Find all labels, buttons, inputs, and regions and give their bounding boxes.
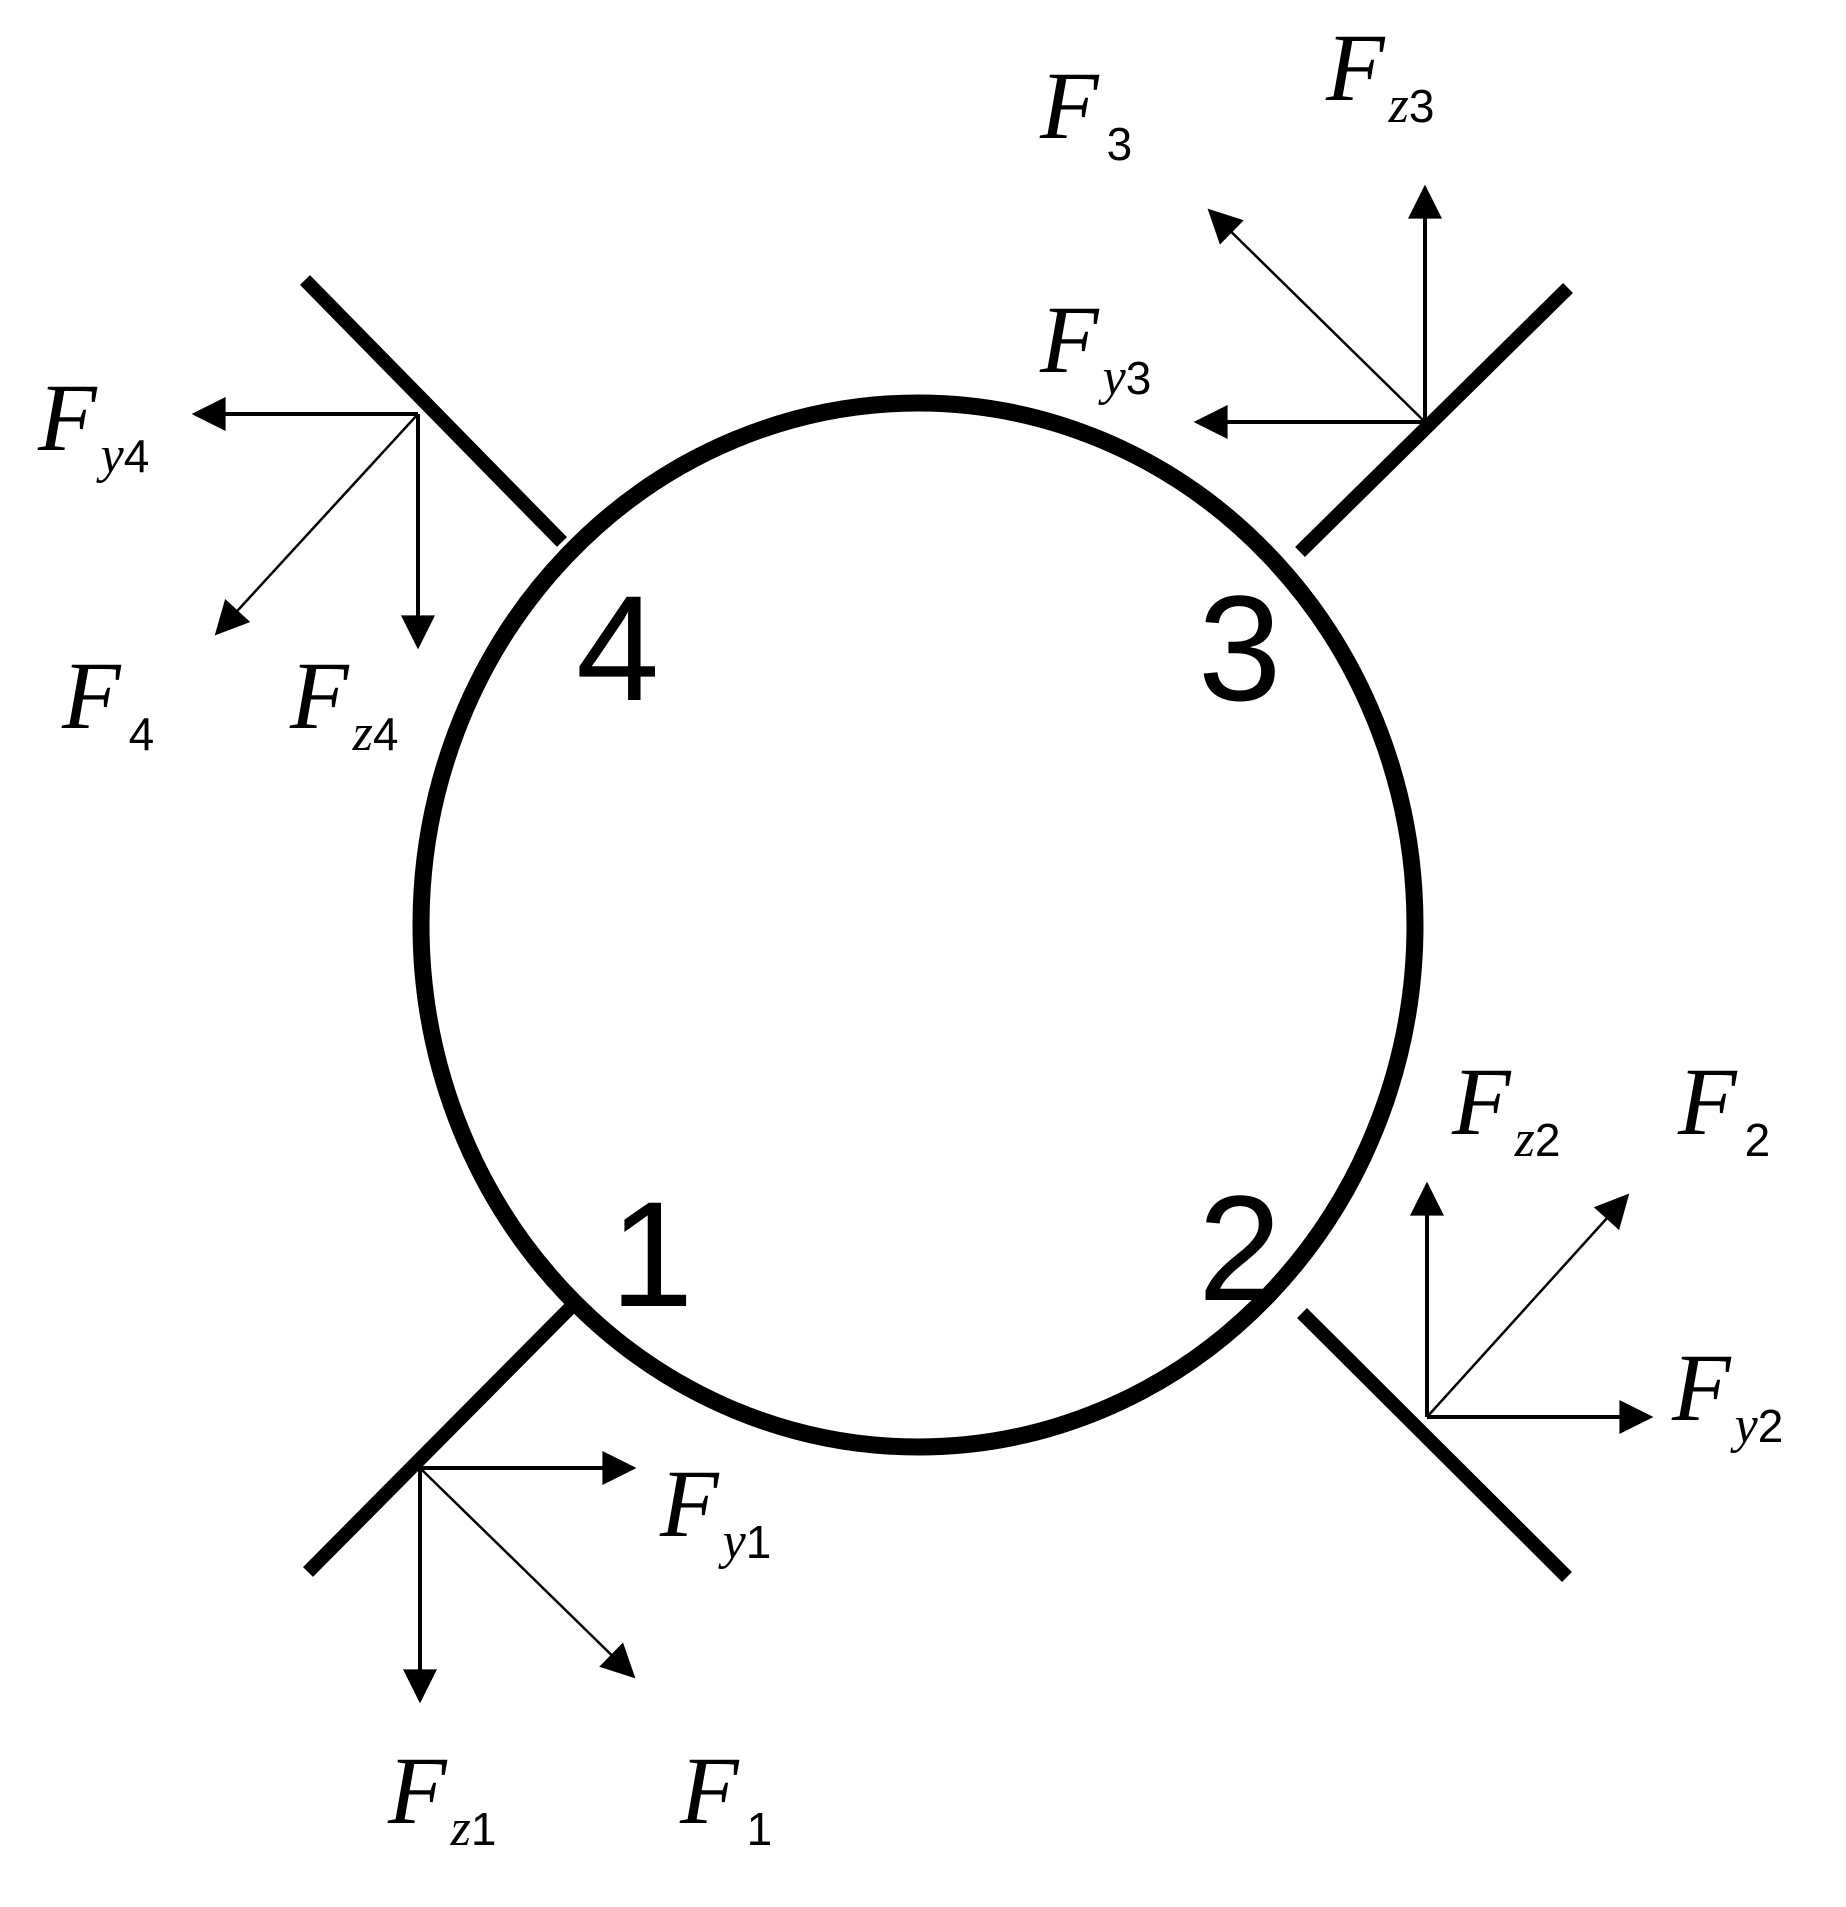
arrow-f1 xyxy=(419,1467,636,1679)
label-fy4: Fy4 xyxy=(37,364,149,484)
label-fy3: Fy3 xyxy=(1039,286,1151,406)
point-label-3: 3 xyxy=(1198,564,1281,732)
arrow-f4 xyxy=(214,413,419,636)
point-label-2: 2 xyxy=(1198,1164,1281,1332)
label-fy2: Fy2 xyxy=(1671,1334,1783,1454)
arrow-f3 xyxy=(1207,208,1426,423)
strut-4 xyxy=(300,275,567,547)
strut-1 xyxy=(303,1302,576,1577)
label-fz3: Fz3 xyxy=(1325,14,1434,134)
label-fz2: Fz2 xyxy=(1451,1048,1560,1168)
point-label-1: 1 xyxy=(610,1170,693,1338)
label-fy1: Fy1 xyxy=(659,1450,771,1570)
body-circle xyxy=(412,394,1424,1456)
label-fz1: Fz1 xyxy=(387,1737,496,1857)
strut-3 xyxy=(1295,283,1573,557)
label-fz4: Fz4 xyxy=(289,642,398,762)
point-label-4: 4 xyxy=(576,564,659,732)
strut-2 xyxy=(1297,1308,1572,1582)
arrow-f2 xyxy=(1426,1193,1630,1418)
